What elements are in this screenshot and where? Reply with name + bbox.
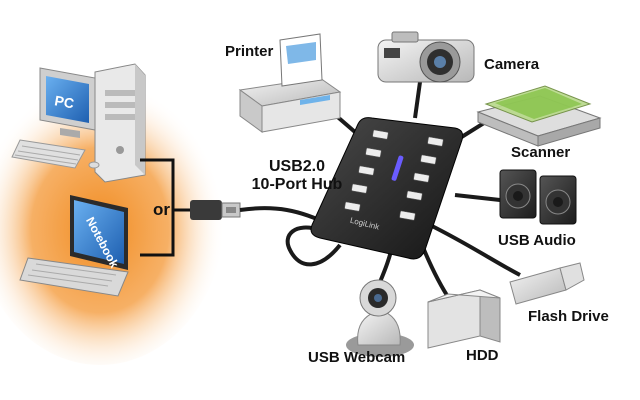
camera-label: Camera — [484, 56, 540, 73]
usb-hub: LogiLink — [310, 117, 464, 260]
printer-icon — [238, 33, 342, 133]
printer-label: Printer — [225, 43, 274, 60]
usb-plug — [190, 200, 241, 220]
notebook-icon: Notebook — [19, 195, 129, 297]
flash-drive-label: Flash Drive — [528, 308, 609, 325]
hdd-label: HDD — [466, 347, 499, 364]
usb-webcam-label: USB Webcam — [308, 349, 406, 366]
host-bracket — [140, 158, 190, 257]
pc-screen-text: PC — [53, 92, 75, 111]
hub-label-line2: 10-Port Hub — [251, 176, 343, 193]
flash-drive-icon — [509, 262, 585, 305]
pc-icon: PC — [11, 63, 146, 183]
hub-led — [391, 155, 404, 181]
speakers-icon — [499, 169, 577, 225]
webcam-icon — [346, 279, 414, 357]
or-label: or — [153, 200, 170, 219]
scanner-icon — [476, 85, 602, 147]
hub-label: USB2.0 10-Port Hub — [242, 158, 352, 194]
hdd-icon — [427, 289, 501, 349]
hub-label-line1: USB2.0 — [268, 158, 326, 175]
usb-audio-label: USB Audio — [498, 232, 576, 249]
scanner-label: Scanner — [511, 144, 571, 161]
camera-icon — [377, 31, 475, 83]
